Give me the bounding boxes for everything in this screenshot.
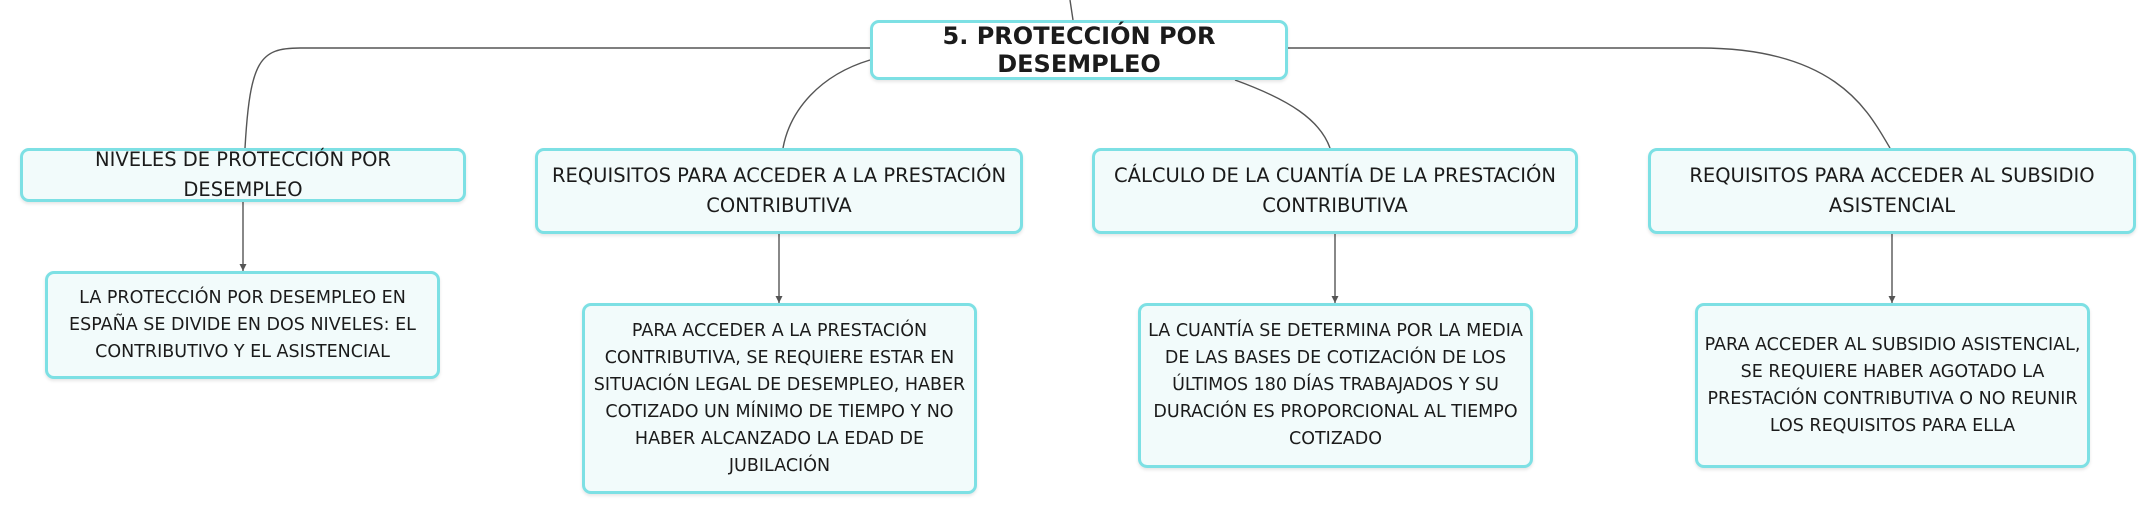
topic-requisitos-subsidio-node[interactable]: REQUISITOS PARA ACCEDER AL SUBSIDIO ASIS… — [1648, 148, 2136, 234]
arrowhead-topic-3-detail — [1331, 296, 1339, 303]
arrowhead-topic-1-detail — [239, 264, 247, 271]
detail-requisitos-subsidio-node[interactable]: PARA ACCEDER AL SUBSIDIO ASISTENCIAL, SE… — [1695, 303, 2090, 468]
topic-niveles-proteccion-node[interactable]: NIVELES DE PROTECCIÓN POR DESEMPLEO — [20, 148, 466, 202]
parent-connector — [1069, 0, 1074, 21]
detail-text: PARA ACCEDER AL SUBSIDIO ASISTENCIAL, SE… — [1704, 334, 2081, 436]
topic-label: CÁLCULO DE LA CUANTÍA DE LA PRESTACIÓN C… — [1114, 164, 1556, 217]
connector-root-topic-4 — [1288, 47, 1891, 149]
detail-text: LA CUANTÍA SE DETERMINA POR LA MEDIA DE … — [1148, 321, 1523, 449]
topic-calculo-cuantia-node[interactable]: CÁLCULO DE LA CUANTÍA DE LA PRESTACIÓN C… — [1092, 148, 1578, 234]
root-topic-label: 5. PROTECCIÓN POR DESEMPLEO — [942, 22, 1216, 78]
detail-niveles-proteccion-node[interactable]: LA PROTECCIÓN POR DESEMPLEO EN ESPAÑA SE… — [45, 271, 440, 379]
topic-label: NIVELES DE PROTECCIÓN POR DESEMPLEO — [95, 148, 391, 201]
detail-text: LA PROTECCIÓN POR DESEMPLEO EN ESPAÑA SE… — [69, 287, 416, 362]
connector-root-topic-1 — [244, 47, 870, 149]
root-topic-node[interactable]: 5. PROTECCIÓN POR DESEMPLEO — [870, 20, 1288, 80]
topic-requisitos-prestacion-node[interactable]: REQUISITOS PARA ACCEDER A LA PRESTACIÓN … — [535, 148, 1023, 234]
connector-root-topic-3 — [1234, 79, 1331, 149]
arrowhead-topic-4-detail — [1888, 296, 1896, 303]
arrowhead-topic-2-detail — [775, 296, 783, 303]
detail-calculo-cuantia-node[interactable]: LA CUANTÍA SE DETERMINA POR LA MEDIA DE … — [1138, 303, 1533, 468]
connector-root-topic-2 — [782, 59, 871, 149]
topic-label: REQUISITOS PARA ACCEDER A LA PRESTACIÓN … — [551, 164, 1007, 217]
detail-text: PARA ACCEDER A LA PRESTACIÓN CONTRIBUTIV… — [593, 320, 966, 476]
topic-label: REQUISITOS PARA ACCEDER AL SUBSIDIO ASIS… — [1689, 164, 2095, 217]
detail-requisitos-prestacion-node[interactable]: PARA ACCEDER A LA PRESTACIÓN CONTRIBUTIV… — [582, 303, 977, 494]
